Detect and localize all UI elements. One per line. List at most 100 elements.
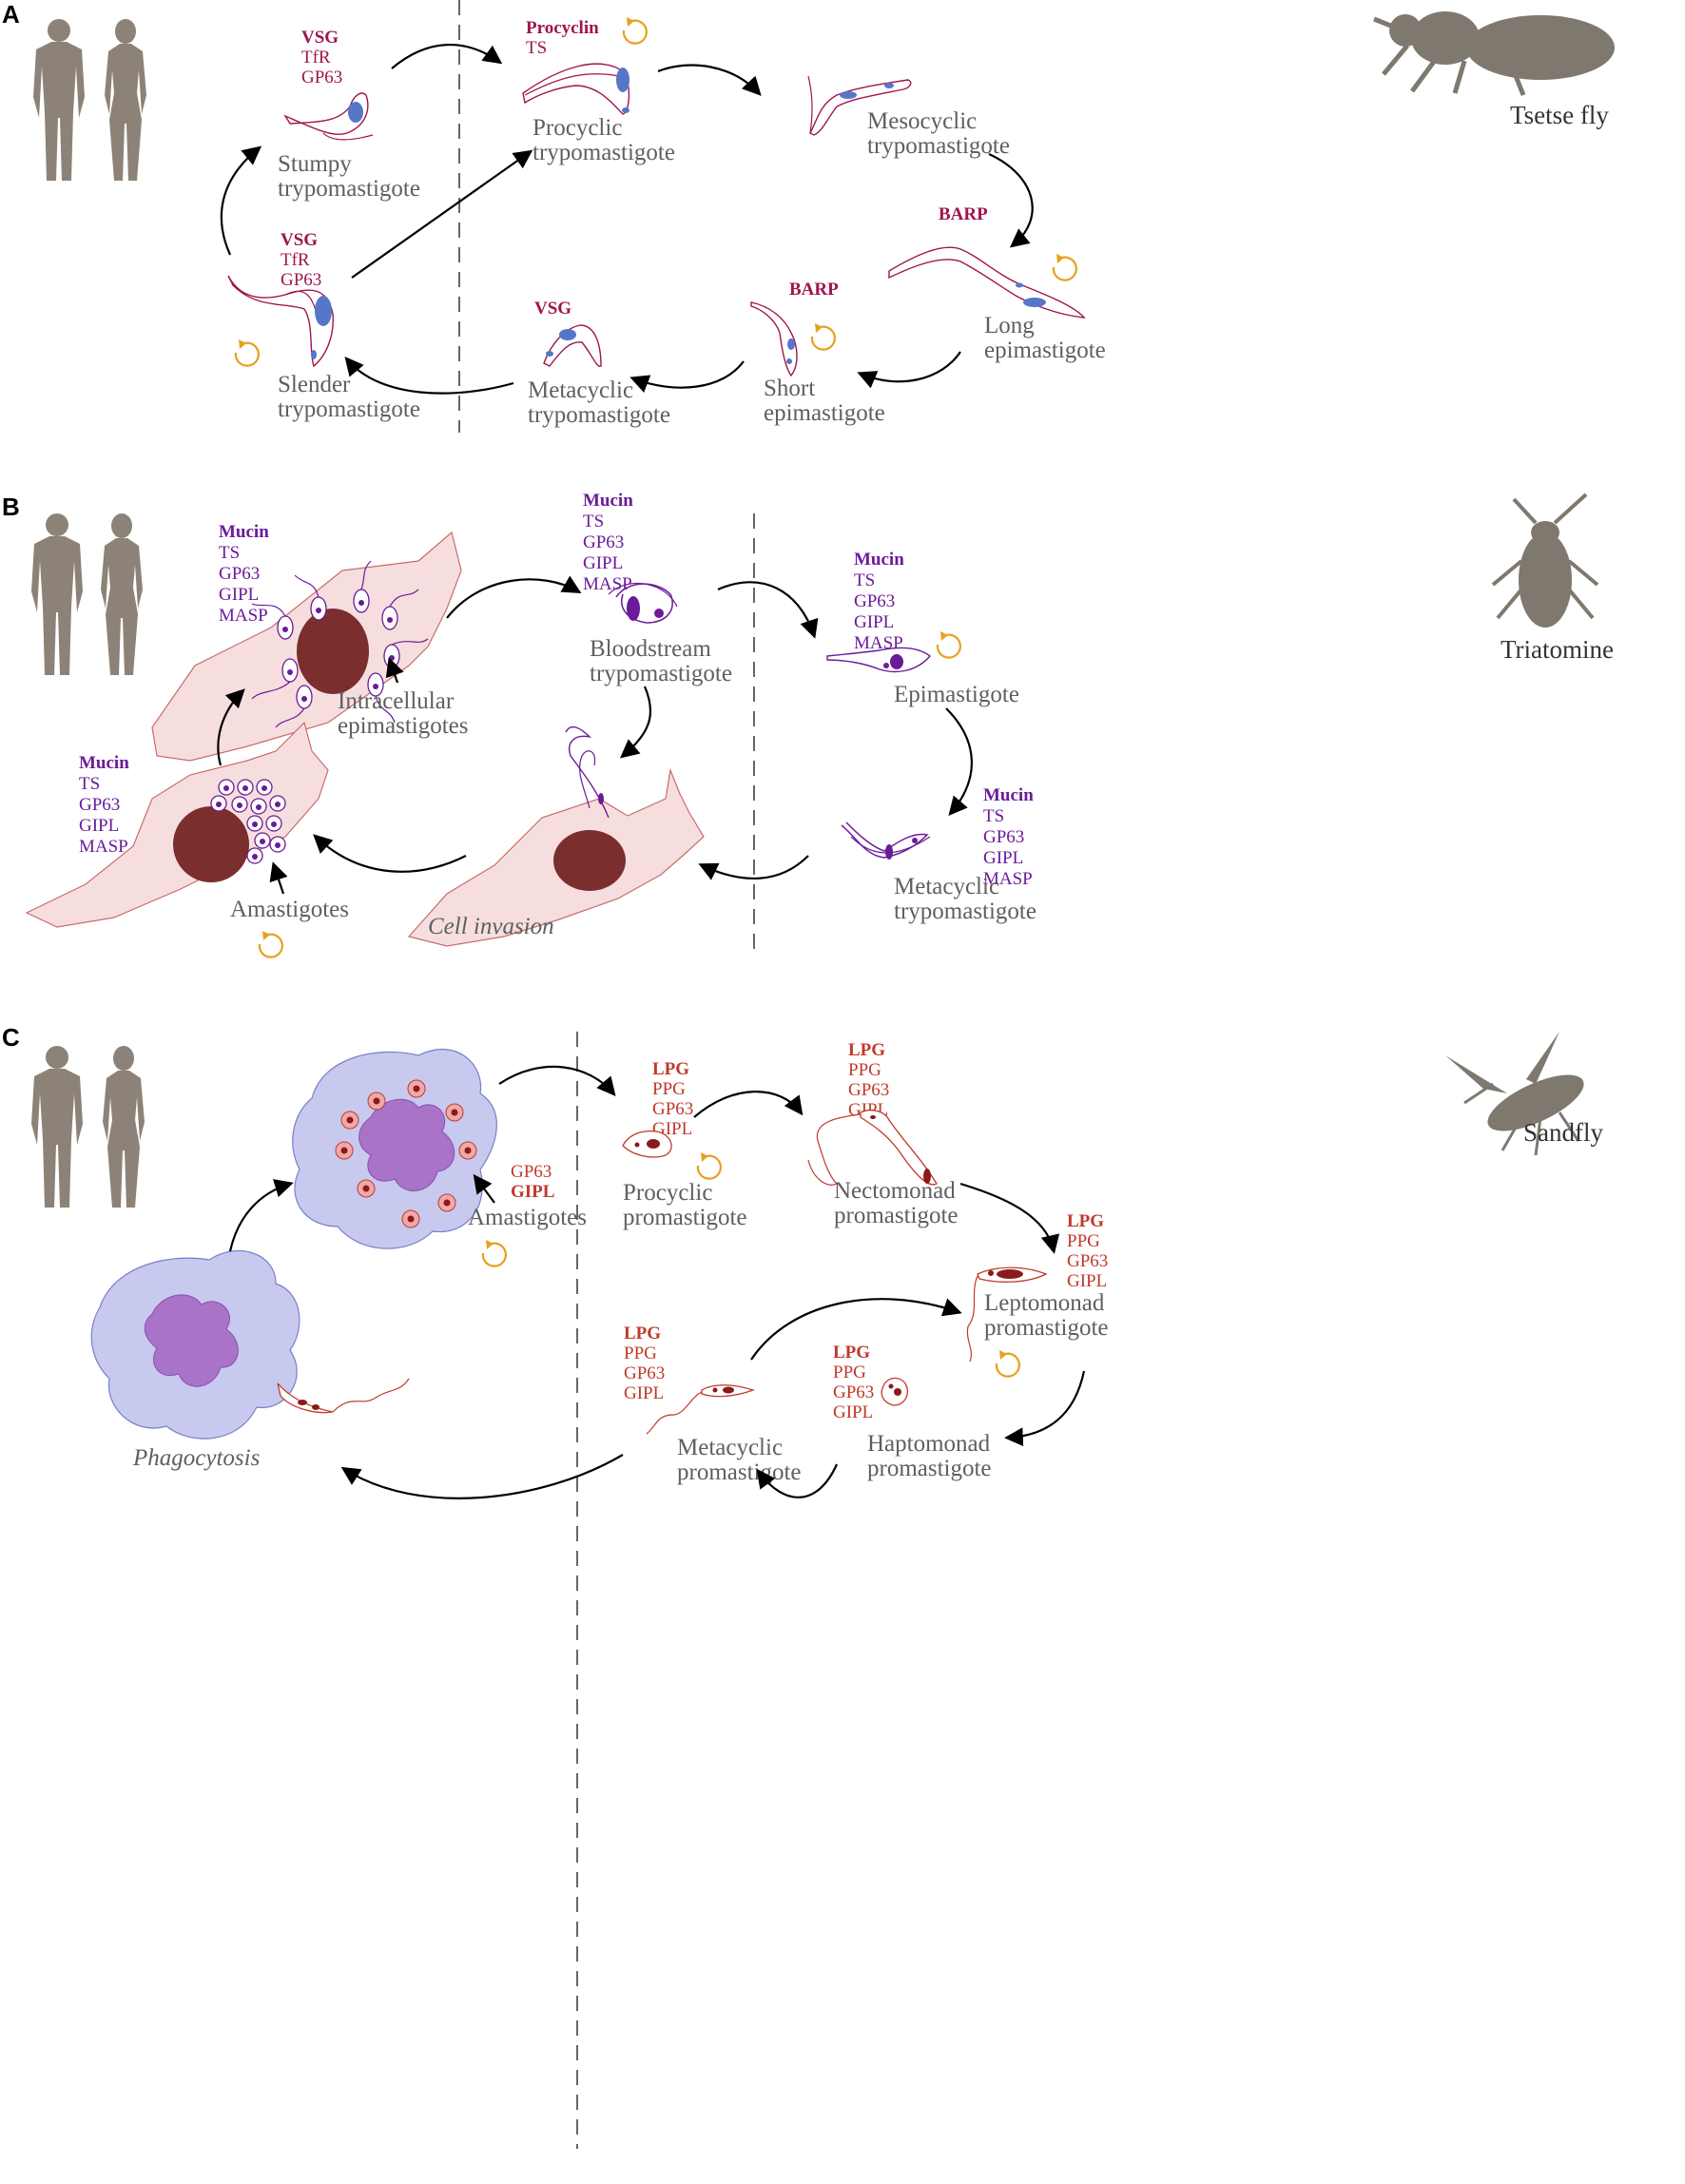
svg-text:epimastigotes: epimastigotes: [338, 713, 468, 739]
haptomonad-proteins: LPG PPG GP63 GIPL: [833, 1343, 874, 1422]
svg-text:GP63: GP63: [511, 1162, 552, 1182]
cell-invasion-label: Cell invasion: [428, 914, 554, 939]
procyclic-label: Procyclic: [533, 115, 622, 141]
cycle-arrows-b: [217, 575, 973, 880]
human-figures-c: [31, 1046, 145, 1208]
svg-text:GP63: GP63: [301, 68, 342, 87]
svg-text:PPG: PPG: [652, 1079, 686, 1099]
metacyclic-c-label: Metacyclic: [677, 1435, 783, 1460]
division-cycle-icon: [1052, 252, 1077, 281]
pointer-arrow: [473, 1173, 495, 1204]
slender-proteins: VSG TfR GP63: [281, 230, 321, 290]
epimastigote-b-proteins: Mucin TS GP63 GIPL MASP: [854, 550, 904, 653]
svg-text:TS: TS: [219, 543, 240, 563]
leptomonad-label: Leptomonad: [984, 1290, 1105, 1316]
svg-text:GIPL: GIPL: [511, 1182, 554, 1202]
nectomonad-proteins: LPG PPG GP63 GIPL: [848, 1040, 889, 1120]
procyclic-parasite: [522, 63, 630, 115]
svg-text:GP63: GP63: [281, 270, 321, 290]
svg-text:GP63: GP63: [583, 532, 624, 552]
panel-a-letter: A: [2, 0, 20, 29]
procyclic-c-parasite: [622, 1131, 672, 1158]
svg-text:trypomastigote: trypomastigote: [590, 661, 732, 686]
procyclic-c-proteins: LPG PPG GP63 GIPL: [652, 1059, 693, 1139]
svg-text:GIPL: GIPL: [624, 1383, 664, 1403]
short-epi-label: Short: [764, 376, 815, 401]
svg-text:PPG: PPG: [624, 1343, 657, 1363]
metacyclic-a-parasite: [543, 324, 602, 367]
svg-text:VSG: VSG: [281, 230, 318, 250]
phagocytosis-label: Phagocytosis: [132, 1445, 260, 1471]
svg-text:GP63: GP63: [652, 1099, 693, 1119]
metacyclic-b-proteins: Mucin TS GP63 GIPL MASP: [983, 785, 1034, 889]
metacyclic-b-label: Metacyclic: [894, 874, 999, 899]
svg-text:TS: TS: [854, 570, 875, 590]
intracellular-proteins: Mucin TS GP63 GIPL MASP: [219, 522, 269, 626]
leptomonad-proteins: LPG PPG GP63 GIPL: [1067, 1211, 1108, 1291]
metacyclic-a-proteins: VSG: [534, 299, 571, 319]
svg-text:trypomastigote: trypomastigote: [867, 133, 1010, 159]
short-epi-proteins: BARP: [789, 280, 839, 300]
svg-text:Procyclin: Procyclin: [526, 18, 599, 38]
leptomonad-parasite: [966, 1266, 1048, 1363]
bloodstream-proteins: Mucin TS GP63 GIPL MASP: [583, 491, 633, 594]
svg-text:Mucin: Mucin: [854, 550, 904, 570]
intracellular-label: Intracellular: [338, 688, 455, 714]
svg-text:PPG: PPG: [1067, 1231, 1100, 1251]
metacyclic-b-parasite: [841, 821, 931, 860]
svg-text:epimastigote: epimastigote: [984, 338, 1106, 363]
svg-text:promastigote: promastigote: [834, 1203, 959, 1228]
svg-text:LPG: LPG: [833, 1343, 870, 1363]
panel-a: A Tsetse fly VSG TfR GP63 Stumpy trypoma…: [2, 0, 1615, 433]
svg-text:MASP: MASP: [983, 869, 1033, 889]
svg-text:promastigote: promastigote: [623, 1205, 747, 1230]
panel-c-letter: C: [2, 1023, 20, 1052]
panel-b-letter: B: [2, 493, 20, 521]
nectomonad-label: Nectomonad: [834, 1178, 956, 1204]
svg-text:GIPL: GIPL: [79, 816, 119, 836]
svg-text:TS: TS: [79, 774, 100, 794]
human-figures-a: [33, 19, 146, 181]
svg-text:trypomastigote: trypomastigote: [278, 176, 420, 202]
division-cycle-icon: [936, 629, 961, 659]
svg-text:Mucin: Mucin: [79, 753, 129, 773]
svg-text:MASP: MASP: [79, 837, 128, 857]
svg-text:TS: TS: [583, 512, 604, 532]
svg-text:PPG: PPG: [848, 1060, 881, 1080]
division-cycle-icon: [481, 1238, 507, 1267]
macrophage-amastigotes: [292, 1049, 497, 1249]
division-cycle-icon: [995, 1348, 1020, 1378]
svg-text:VSG: VSG: [301, 28, 339, 48]
svg-text:GP63: GP63: [79, 795, 120, 815]
stumpy-proteins: VSG TfR GP63: [301, 28, 342, 87]
amastigotes-b-label: Amastigotes: [230, 897, 349, 922]
svg-text:GIPL: GIPL: [583, 553, 623, 573]
amastigotes-c-label: Amastigotes: [468, 1205, 587, 1230]
metacyclic-c-proteins: LPG PPG GP63 GIPL: [624, 1324, 665, 1403]
svg-text:GP63: GP63: [624, 1363, 665, 1383]
infected-cell-amastigotes: [25, 721, 329, 928]
svg-text:LPG: LPG: [624, 1324, 661, 1343]
slender-label: Slender: [278, 372, 351, 397]
slender-parasite: [227, 275, 334, 368]
division-cycle-icon: [810, 321, 836, 351]
nectomonad-parasite: [807, 1110, 938, 1186]
host-tsetse-label: Tsetse fly: [1510, 101, 1609, 129]
svg-text:Mucin: Mucin: [983, 785, 1034, 805]
haptomonad-parasite: [881, 1377, 908, 1406]
amastigotes-c-proteins: GP63 GIPL: [511, 1162, 554, 1202]
svg-text:LPG: LPG: [848, 1040, 885, 1060]
svg-text:trypomastigote: trypomastigote: [894, 899, 1036, 924]
svg-text:GP63: GP63: [219, 564, 260, 584]
svg-text:GIPL: GIPL: [833, 1402, 873, 1422]
svg-text:GP63: GP63: [848, 1080, 889, 1100]
svg-text:promastigote: promastigote: [867, 1456, 992, 1481]
panel-c: C Sandfly: [2, 1023, 1603, 2149]
svg-text:trypomastigote: trypomastigote: [533, 140, 675, 165]
svg-text:GP63: GP63: [1067, 1251, 1108, 1271]
svg-text:MASP: MASP: [219, 606, 268, 626]
division-cycle-icon: [622, 15, 648, 45]
short-epimastigote-parasite: [750, 301, 798, 377]
amastigotes-b-proteins: Mucin TS GP63 GIPL MASP: [79, 753, 129, 857]
